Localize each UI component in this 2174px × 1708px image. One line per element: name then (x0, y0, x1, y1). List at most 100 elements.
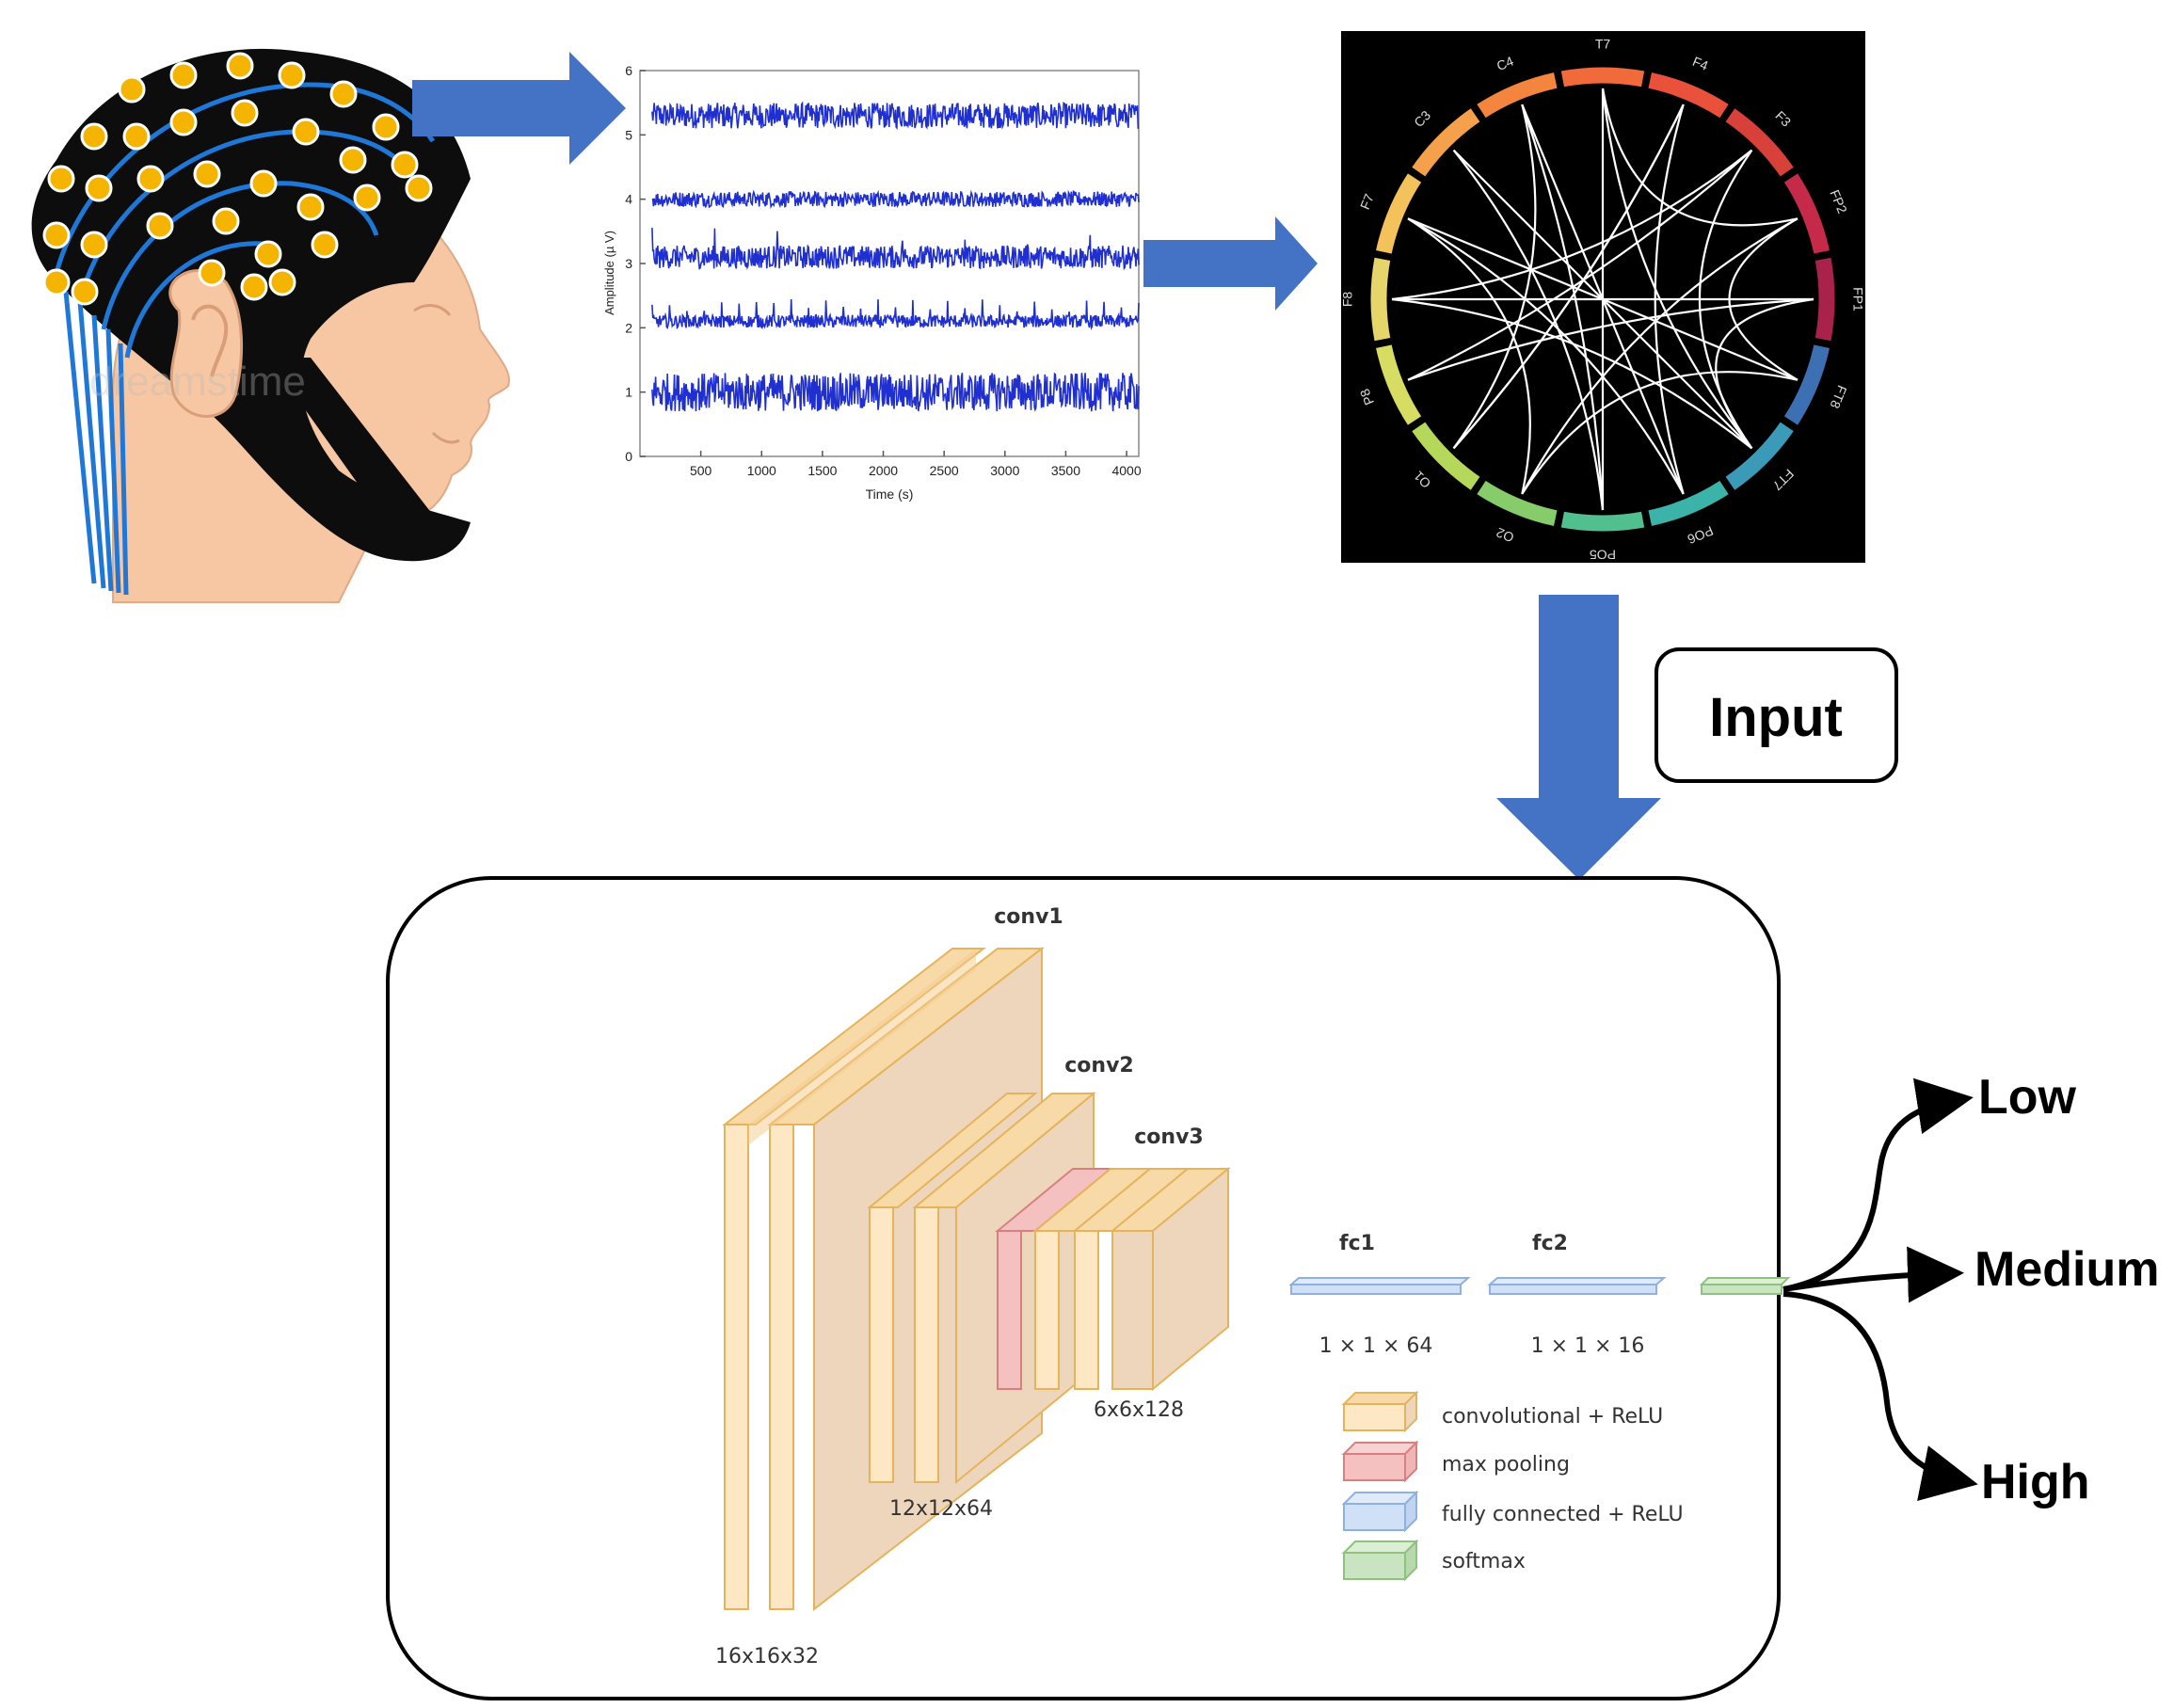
eeg-head-illustration: dreamstime (31, 48, 510, 603)
conv1-label: conv1 (994, 905, 1063, 929)
ring-segment (1558, 64, 1648, 90)
connectivity-link (1521, 104, 1685, 495)
legend-label-conv: convolutional + ReLU (1442, 1405, 1663, 1429)
eeg-ytick-label: 4 (625, 192, 632, 207)
electrode-icon (47, 165, 75, 193)
electrode-label: FP1 (1850, 287, 1865, 311)
eeg-trace (651, 298, 1140, 331)
connectivity-link (1521, 217, 1798, 495)
input-label-box: Input (1654, 647, 1898, 783)
ring-segment (1372, 341, 1426, 429)
legend-item-fc: fully connected + ReLU (1341, 1490, 1684, 1533)
electrode-label: T7 (1595, 37, 1611, 52)
output-high: High (1981, 1455, 2090, 1509)
electrode-label: F4 (1690, 54, 1710, 73)
ring-segment (1473, 476, 1561, 530)
electrode-label: P8 (1357, 387, 1377, 407)
conv3-label: conv3 (1134, 1125, 1203, 1149)
electrode-icon (254, 240, 282, 268)
conv2-label: conv2 (1064, 1054, 1133, 1077)
fc2-label: fc2 (1532, 1232, 1568, 1255)
cnn-model-box: conv1 conv2 conv3 fc1 fc2 16x16x32 12x12… (386, 876, 1791, 1700)
legend-item-pool: max pooling (1341, 1440, 1570, 1483)
legend-item-softmax: softmax (1341, 1539, 1526, 1582)
conv3-block (995, 1166, 1231, 1392)
connectivity-link (1452, 104, 1537, 450)
electrode-icon (311, 231, 339, 259)
arrow-connectivity-to-cnn (1496, 595, 1661, 880)
ring-segment (1721, 418, 1798, 494)
svg-text:dreamstime: dreamstime (89, 359, 306, 405)
electrode-icon (118, 75, 146, 104)
electrode-label: C4 (1495, 53, 1516, 73)
eeg-traces (651, 101, 1140, 412)
connectivity-link (1407, 217, 1685, 495)
eeg-ytick-label: 2 (625, 320, 632, 335)
eeg-xtick-label: 1000 (747, 463, 776, 478)
electrode-icon (296, 193, 325, 221)
arrow-eeg-to-connectivity (1143, 216, 1318, 311)
ring-segment (1408, 418, 1484, 494)
connectivity-link (1601, 88, 1798, 227)
eeg-xtick-label: 3000 (990, 463, 1019, 478)
ring-segment (1473, 69, 1561, 122)
electrode-icon (231, 99, 259, 127)
fc2-layer (1487, 1277, 1667, 1295)
connectivity-link (1452, 104, 1685, 450)
electrode-icon (372, 113, 400, 141)
electrode-icon (80, 122, 108, 151)
electrode-icon (339, 146, 367, 174)
eeg-ytick-label: 6 (625, 63, 632, 78)
branch-high (1782, 1291, 1978, 1501)
connectivity-link (1601, 88, 1753, 450)
ring-segment (1644, 69, 1733, 122)
eeg-ytick-label: 0 (625, 449, 632, 464)
electrode-icon (278, 61, 306, 89)
eeg-ytick-label: 3 (625, 256, 632, 271)
cnn-legend: convolutional + ReLU max pooling fully c… (1341, 1390, 1684, 1582)
ring-segment (1721, 104, 1798, 181)
eeg-ytick-label: 1 (625, 385, 632, 400)
ring-segment (1644, 476, 1733, 530)
ring-segment (1780, 169, 1833, 258)
connectivity-link (1407, 149, 1753, 381)
electrode-icon (292, 118, 320, 146)
eeg-trace (651, 228, 1140, 271)
electrode-icon (42, 221, 71, 249)
eeg-xtick-label: 2500 (930, 463, 959, 478)
input-label: Input (1709, 687, 1843, 748)
branch-low (1782, 1077, 1974, 1292)
conv3-dims: 6x6x128 (1094, 1398, 1184, 1422)
eeg-xtick-label: 3500 (1051, 463, 1080, 478)
eeg-xtick-label: 4000 (1111, 463, 1141, 478)
electrode-icon (405, 174, 433, 202)
electrode-icon (169, 61, 198, 89)
electrode-icon (71, 278, 99, 306)
chin-strap (268, 358, 442, 536)
electrode-icon (198, 259, 226, 287)
fc2-dims: 1 × 1 × 16 (1531, 1334, 1645, 1358)
arrow-cap-to-eeg (412, 52, 626, 165)
electrode-icon (249, 169, 278, 198)
eeg-xtick-label: 2000 (869, 463, 898, 478)
electrode-icon (80, 231, 108, 259)
electrode-icon (391, 151, 419, 179)
electrode-icon (353, 184, 381, 212)
electrode-icon (85, 174, 113, 202)
output-branches (1782, 1077, 1978, 1501)
electrode-label: F8 (1340, 292, 1355, 308)
connectivity-link (1391, 297, 1753, 450)
electrode-icon (122, 122, 151, 151)
eeg-trace (651, 189, 1140, 210)
legend-label-softmax: softmax (1442, 1550, 1526, 1573)
electrode-icon (329, 80, 358, 108)
branch-medium (1782, 1246, 1964, 1303)
softmax-layer (1699, 1277, 1791, 1295)
ring-segment (1558, 508, 1648, 535)
ear (168, 269, 244, 418)
eeg-ylabel: Amplitude (µ V) (602, 231, 616, 315)
connectivity-links (1391, 88, 1814, 511)
legend-label-fc: fully connected + ReLU (1442, 1503, 1684, 1526)
